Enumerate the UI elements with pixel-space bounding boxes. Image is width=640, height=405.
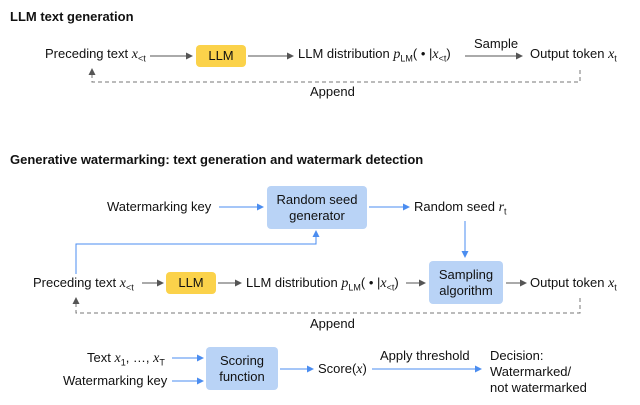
llm-box-1: LLM <box>196 45 246 67</box>
preceding-text-label: Preceding text <box>45 46 129 61</box>
preceding-var-2: x <box>119 276 126 291</box>
distribution-label-2: LLM distribution <box>246 275 338 290</box>
append-label-1: Append <box>310 84 355 99</box>
dist-args-2: ( • | <box>360 275 381 290</box>
score-var: x <box>356 362 363 377</box>
section2-title: Generative watermarking: text generation… <box>10 152 424 167</box>
score-label: Score( <box>318 361 357 376</box>
text-label: Text <box>87 350 111 365</box>
dist-x: x <box>432 47 439 62</box>
output-sub-2: t <box>614 282 617 293</box>
preceding-sub-2: <t <box>125 282 134 293</box>
text-xT: x <box>153 351 160 366</box>
preceding-text-label-2: Preceding text <box>33 275 117 290</box>
output-var-2: x <box>608 276 615 291</box>
text-x1: x <box>114 351 121 366</box>
dist-p-2: p <box>341 276 349 291</box>
random-seed-label: Random seed <box>414 199 495 214</box>
output-label-2: Output token <box>530 275 605 290</box>
append-loop-2 <box>72 297 581 314</box>
dist-x-sub: <t <box>438 53 447 64</box>
arrow-preceding-to-seed-gen <box>75 230 320 274</box>
text-input: Text x1, …, xT <box>87 350 165 371</box>
dist-x-sub-2: <t <box>386 282 395 293</box>
random-seed-var: r <box>498 200 505 215</box>
text-xT-sub: T <box>159 357 165 368</box>
llm-distribution-2: LLM distribution pLM( • |x<t) <box>246 275 399 296</box>
decision-title: Decision: <box>490 348 544 363</box>
watermarking-key-2: Watermarking key <box>63 373 168 388</box>
section1-title: LLM text generation <box>10 9 134 24</box>
random-seed-sub: t <box>504 206 507 217</box>
decision-watermarked: Watermarked/ <box>490 364 572 379</box>
dist-p: p <box>393 47 401 62</box>
decision-not-watermarked: not watermarked <box>490 380 587 395</box>
preceding-text-1: Preceding text x<t <box>45 46 146 67</box>
append-label-2: Append <box>310 316 355 331</box>
dist-p-sub-2: LM <box>348 282 361 293</box>
scoring-function-box: Scoring function <box>206 347 278 390</box>
text-x1-sub: 1 <box>120 357 126 368</box>
dist-args: ( • | <box>412 46 433 61</box>
preceding-sub: <t <box>137 53 146 64</box>
append-loop-1 <box>88 68 581 83</box>
sampling-algorithm-box: Sampling algorithm <box>429 261 503 304</box>
preceding-text-2: Preceding text x<t <box>33 275 134 296</box>
text-sep: , …, <box>125 350 150 365</box>
apply-threshold-label: Apply threshold <box>380 348 470 363</box>
preceding-var: x <box>131 47 138 62</box>
dist-x-2: x <box>380 276 387 291</box>
score: Score(x) <box>318 361 367 378</box>
random-seed: Random seed rt <box>414 199 507 220</box>
output-sub: t <box>614 53 617 64</box>
output-var: x <box>608 47 615 62</box>
output-label: Output token <box>530 46 605 61</box>
score-close: ) <box>362 361 367 376</box>
sample-label: Sample <box>474 36 519 51</box>
llm-box-2: LLM <box>166 272 216 294</box>
distribution-label: LLM distribution <box>298 46 390 61</box>
output-token-2: Output token xt <box>530 275 617 296</box>
output-token-1: Output token xt <box>530 46 617 67</box>
dist-p-sub: LM <box>400 53 413 64</box>
random-seed-generator-box: Random seed generator <box>267 186 367 229</box>
dist-close: ) <box>446 46 451 61</box>
dist-close-2: ) <box>394 275 399 290</box>
llm-distribution-1: LLM distribution pLM( • |x<t) <box>298 46 451 67</box>
watermarking-key-1: Watermarking key <box>107 199 212 214</box>
